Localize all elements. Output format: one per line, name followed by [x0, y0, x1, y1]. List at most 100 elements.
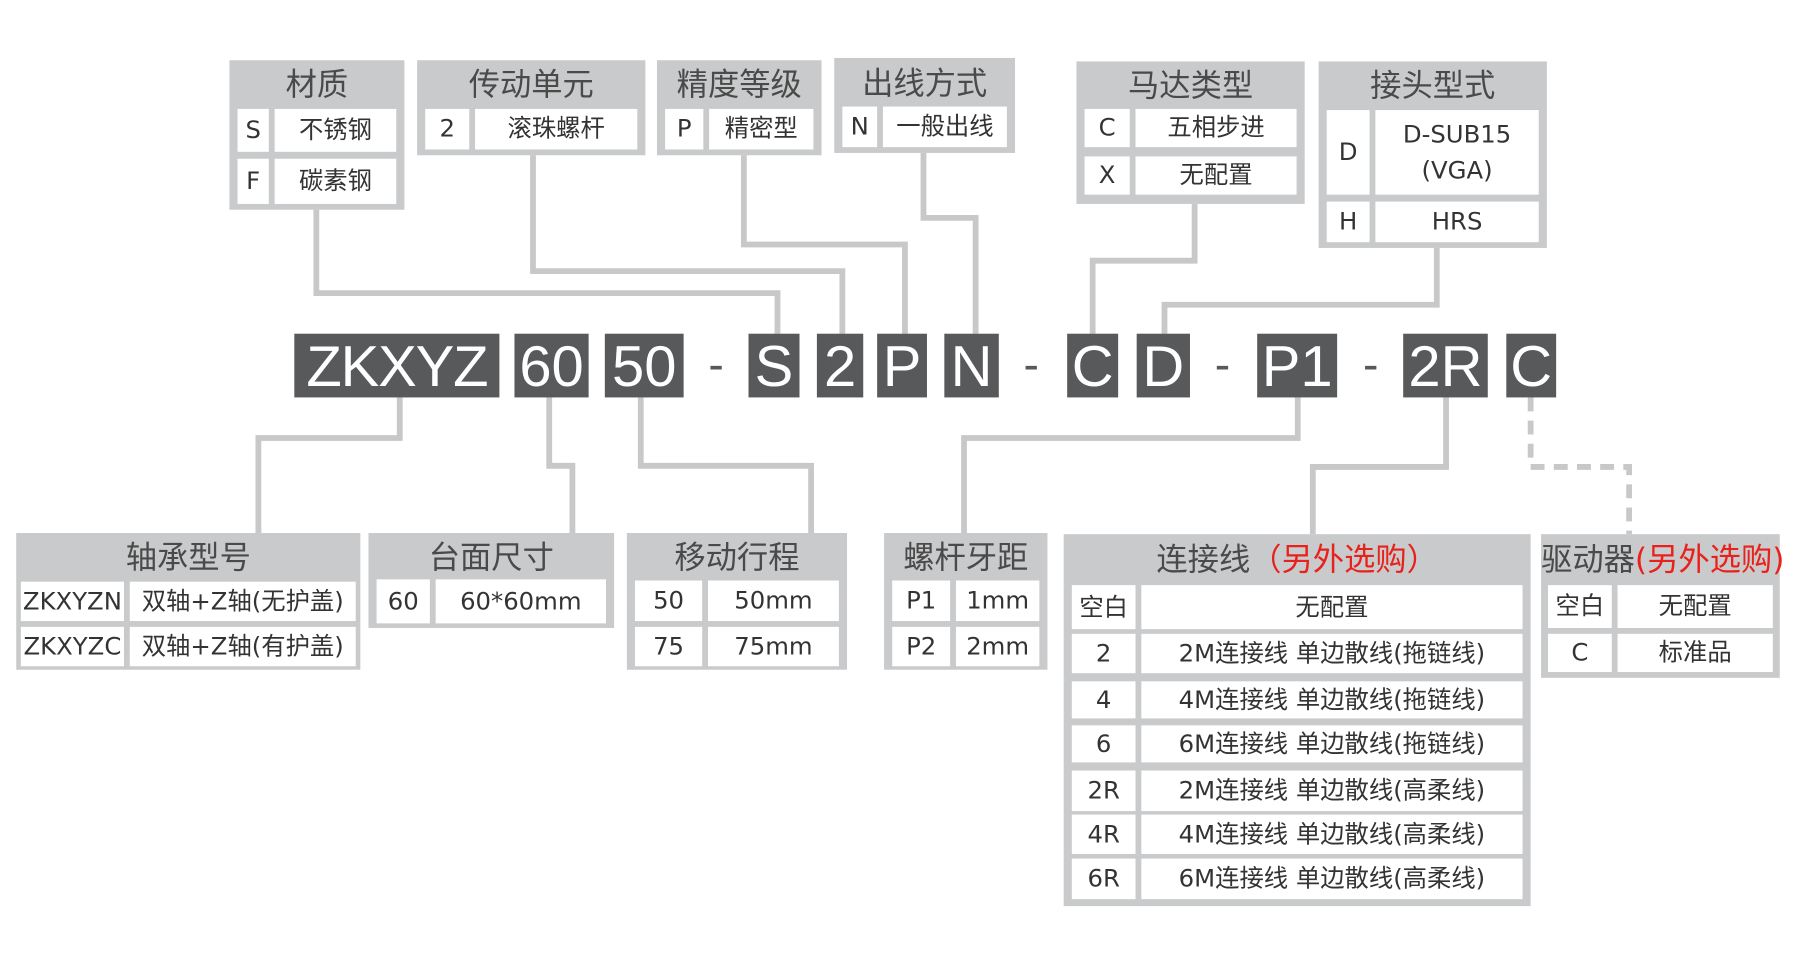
box-title-note: (另外选购) [1634, 542, 1785, 579]
option-code: C [1548, 633, 1612, 673]
option-description: 4M连接线 单边散线(高柔线) [1141, 814, 1523, 854]
box-title-text: 轴承型号 [125, 539, 251, 576]
box-title: 螺杆牙距 [884, 533, 1047, 579]
box-title: 传动单元 [417, 60, 645, 106]
option-description: 2M连接线 单边散线(高柔线) [1141, 770, 1523, 812]
box-title-text: 出线方式 [862, 66, 988, 102]
option-code: ZKXYZC [20, 626, 124, 667]
option-description: 五相步进 [1135, 108, 1297, 148]
option-description: 6M连接线 单边散线(高柔线) [1141, 858, 1523, 900]
option-code: 2R [1071, 770, 1136, 812]
box-title: 移动行程 [627, 533, 847, 579]
box-title: 出线方式 [834, 58, 1015, 107]
code-segment: C [1506, 333, 1557, 398]
box-title: 接头型式 [1319, 61, 1547, 107]
connector-stroke [637, 397, 814, 534]
option-description: 6M连接线 单边散线(拖链线) [1141, 725, 1523, 763]
box-title-text: 马达类型 [1127, 68, 1254, 105]
option-code: S [237, 108, 269, 152]
code-separator: - [1363, 339, 1379, 391]
box-title-text: 移动行程 [674, 539, 800, 576]
option-description: 精密型 [709, 108, 814, 150]
option-code: X [1084, 156, 1130, 195]
option-description: 2mm [955, 626, 1040, 667]
box-title: 连接线（另外选购） [1064, 534, 1531, 583]
code-segment: 2 [816, 333, 864, 398]
option-description: 无配置 [1141, 585, 1523, 630]
code-separator: - [708, 339, 724, 391]
option-code: 空白 [1548, 585, 1612, 629]
box-title-text: 驱动器 [1541, 542, 1635, 579]
option-description: 无配置 [1617, 585, 1773, 629]
connector-drive [530, 155, 846, 334]
option-code: P1 [892, 580, 951, 622]
option-code: 2 [1071, 633, 1136, 674]
code-segment: P1 [1257, 333, 1338, 398]
option-code: 50 [634, 580, 703, 622]
box-title-text: 精度等级 [676, 67, 802, 104]
code-separator: - [1214, 339, 1231, 391]
connector-connector-type [1161, 247, 1440, 334]
box-title: 台面尺寸 [368, 533, 614, 579]
option-code: 2 [425, 108, 470, 150]
option-code: 4 [1071, 681, 1136, 719]
option-code: 6R [1071, 858, 1136, 900]
code-segment: P [877, 333, 927, 398]
option-code: 空白 [1071, 585, 1136, 630]
option-description: D-SUB15 (VGA) [1375, 110, 1539, 195]
option-description: HRS [1375, 201, 1539, 243]
option-code: 60 [376, 579, 430, 624]
box-title-text: 接头型式 [1370, 68, 1496, 105]
box-title-text: 材质 [285, 67, 349, 104]
box-title: 材质 [229, 60, 404, 106]
connector-motor [1089, 203, 1198, 334]
option-description: 无配置 [1135, 156, 1297, 195]
code-segment: D [1136, 333, 1190, 398]
connector-table-size [546, 397, 576, 534]
option-code: 75 [634, 626, 703, 667]
option-code: F [237, 158, 269, 204]
option-code: P [665, 108, 704, 150]
option-description: 4M连接线 单边散线(拖链线) [1141, 681, 1523, 719]
box-title: 轴承型号 [16, 533, 360, 579]
option-code: ZKXYZN [20, 581, 124, 622]
connector-material [313, 209, 781, 334]
option-description: 50mm [707, 580, 839, 622]
option-description: 双轴+Z轴(无护盖) [129, 581, 356, 622]
option-description: 不锈钢 [274, 108, 397, 152]
connector-precision [740, 155, 908, 334]
option-description: 75mm [707, 626, 839, 667]
code-segment: S [748, 333, 800, 398]
option-description: 碳素钢 [274, 158, 397, 204]
box-title: 精度等级 [657, 60, 822, 106]
option-code: H [1326, 201, 1370, 243]
code-segment: ZKXYZ [294, 333, 500, 398]
option-code: 4R [1071, 814, 1136, 854]
option-description: 2M连接线 单边散线(拖链线) [1141, 633, 1523, 674]
option-code: D [1326, 110, 1370, 195]
code-segment: 60 [514, 333, 589, 398]
connector-pitch [961, 397, 1301, 534]
option-description: 标准品 [1617, 633, 1773, 673]
box-title: 马达类型 [1076, 61, 1304, 107]
connector-cable [1309, 397, 1449, 535]
box-title-text: 传动单元 [468, 67, 594, 104]
option-code: N [842, 106, 878, 148]
code-segment: C [1067, 333, 1119, 398]
box-title-text: 螺杆牙距 [903, 539, 1029, 576]
option-description: 1mm [955, 580, 1040, 622]
code-segment: 2R [1403, 333, 1488, 398]
